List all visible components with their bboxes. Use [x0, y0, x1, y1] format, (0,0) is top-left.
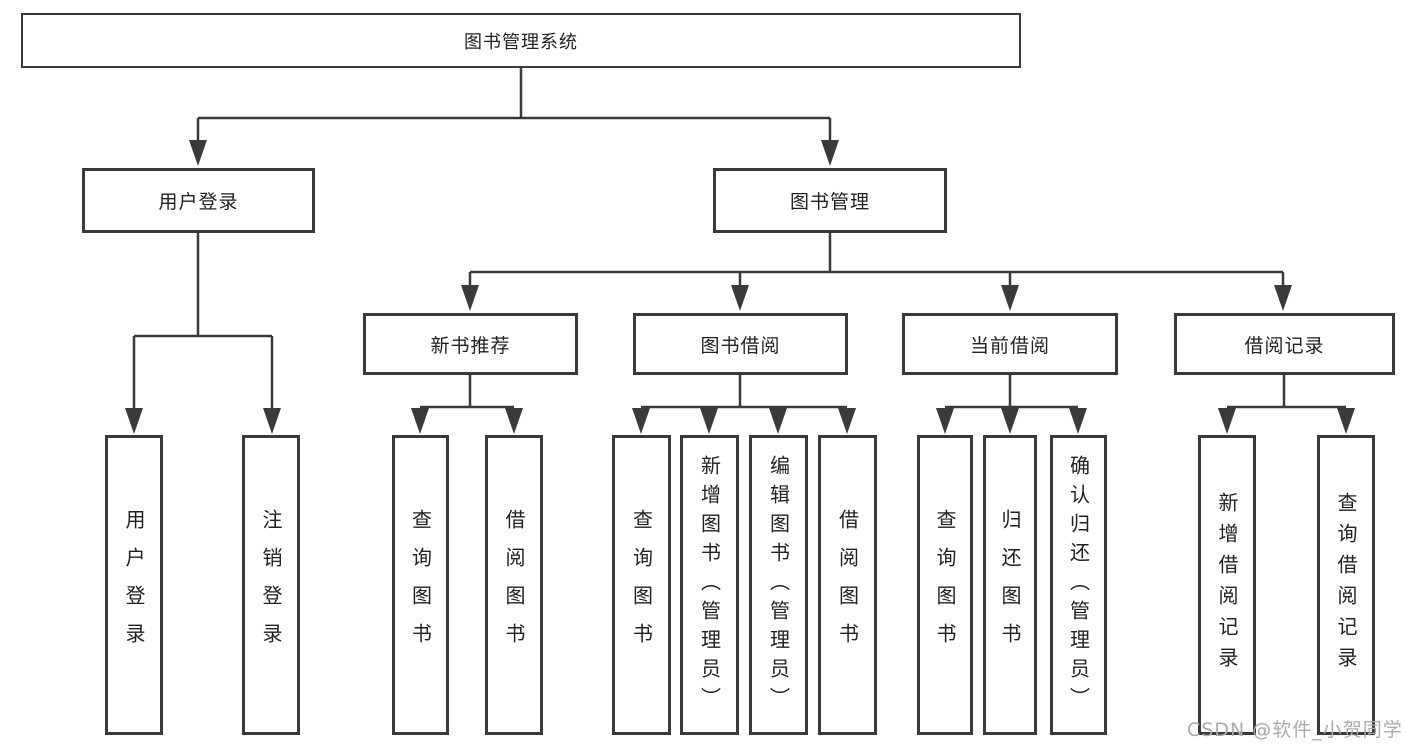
node-new-book-recommend: 新书推荐 — [363, 313, 578, 375]
leaf-confirm-return-admin-label: 确认归还（管理员） — [1066, 454, 1091, 716]
node-current-borrow-label: 当前借阅 — [969, 334, 1050, 357]
leaf-query-borrow-record: 查询借阅记录 — [1317, 435, 1375, 735]
leaf-add-books-admin-label: 新增图书（管理员） — [697, 454, 722, 716]
leaf-user-login-label: 用户登录 — [122, 509, 146, 661]
leaf-return-books: 归还图书 — [983, 435, 1037, 735]
node-root-label: 图书管理系统 — [464, 31, 578, 53]
leaf-logout-label: 注销登录 — [259, 509, 283, 661]
leaf-add-borrow-record: 新增借阅记录 — [1198, 435, 1256, 735]
leaf-return-books-label: 归还图书 — [998, 509, 1022, 661]
leaf-query-books-2-label: 查询图书 — [629, 509, 654, 661]
node-book-borrow-label: 图书借阅 — [700, 334, 781, 357]
leaf-borrow-books-2-label: 借阅图书 — [835, 509, 860, 661]
leaf-query-books-1-label: 查询图书 — [408, 509, 433, 661]
leaf-query-books-3: 查询图书 — [917, 435, 973, 735]
csdn-watermark: CSDN @软件_小贺同学 — [1187, 719, 1403, 741]
node-new-book-recommend-label: 新书推荐 — [430, 334, 511, 357]
leaf-borrow-books-1: 借阅图书 — [485, 435, 543, 735]
node-user-login: 用户登录 — [82, 168, 315, 233]
leaf-query-borrow-record-label: 查询借阅记录 — [1334, 492, 1358, 678]
leaf-add-books-admin: 新增图书（管理员） — [680, 435, 739, 735]
leaf-edit-books-admin: 编辑图书（管理员） — [749, 435, 808, 735]
node-root-system: 图书管理系统 — [21, 13, 1021, 68]
leaf-logout: 注销登录 — [242, 435, 300, 735]
node-borrow-records: 借阅记录 — [1174, 313, 1395, 375]
leaf-add-borrow-record-label: 新增借阅记录 — [1215, 492, 1239, 678]
node-book-management-label: 图书管理 — [789, 191, 870, 213]
node-book-borrow: 图书借阅 — [633, 313, 848, 375]
leaf-query-books-2: 查询图书 — [612, 435, 671, 735]
node-current-borrow: 当前借阅 — [902, 313, 1118, 375]
leaf-borrow-books-2: 借阅图书 — [818, 435, 877, 735]
node-user-login-label: 用户登录 — [158, 191, 239, 213]
leaf-query-books-3-label: 查询图书 — [933, 509, 957, 661]
leaf-query-books-1: 查询图书 — [392, 435, 449, 735]
leaf-user-login: 用户登录 — [105, 435, 163, 735]
node-book-management: 图书管理 — [713, 168, 947, 233]
node-borrow-records-label: 借阅记录 — [1244, 334, 1325, 357]
leaf-confirm-return-admin: 确认归还（管理员） — [1050, 435, 1107, 735]
leaf-borrow-books-1-label: 借阅图书 — [502, 509, 526, 661]
leaf-edit-books-admin-label: 编辑图书（管理员） — [766, 454, 791, 716]
